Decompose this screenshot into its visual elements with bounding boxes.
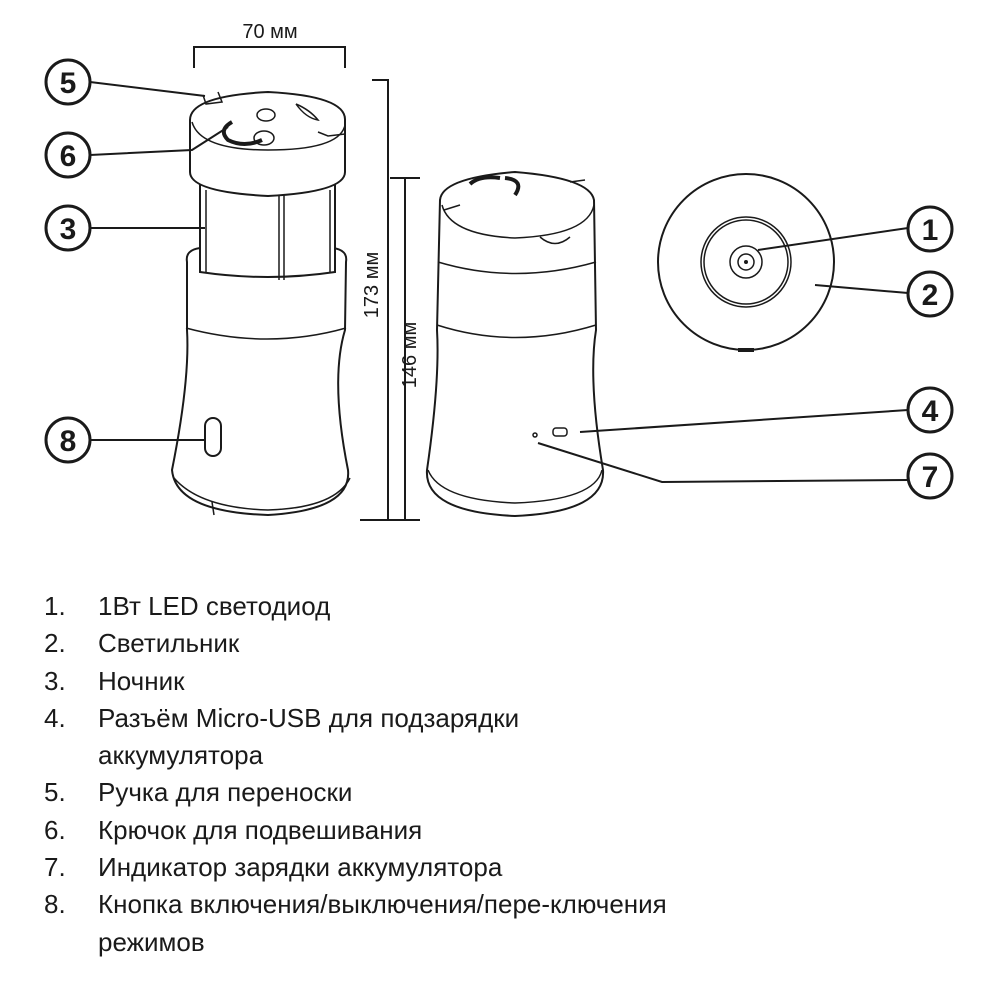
legend-list: 1.1Вт LED светодиод 2.Светильник 3.Ночни… [44,588,738,961]
svg-text:8: 8 [60,425,77,458]
height-total-label: 173 мм [361,252,383,318]
height-dimension-body: 146 мм [390,177,421,520]
callout-6: 6 [44,131,92,179]
legend-item: 7.Индикатор зарядки аккумулятора [44,852,503,883]
callout-8: 8 [44,416,92,464]
svg-text:1: 1 [922,214,939,247]
svg-text:5: 5 [60,67,77,100]
power-button [204,417,222,457]
height-body-label: 146 мм [399,322,421,388]
svg-text:7: 7 [922,461,939,494]
legend-item: 4.Разъём Micro-USB для подзарядки аккуму… [44,702,520,771]
callout-4: 4 [906,386,954,434]
leader-lines [89,81,909,484]
legend-item: 3.Ночник [44,665,185,696]
width-dimension: 70 мм [193,21,346,68]
callout-1: 1 [906,205,954,253]
svg-text:6: 6 [60,140,77,173]
callout-3: 3 [44,204,92,252]
product-diagram: 70 мм 173 мм 146 мм [44,21,954,521]
svg-text:3: 3 [60,213,77,246]
lamp-top-view [657,173,835,352]
width-label: 70 мм [242,21,297,43]
svg-text:2: 2 [922,279,939,312]
callout-2: 2 [906,270,954,318]
legend-item: 2.Светильник [44,628,240,659]
height-dimension-total: 173 мм [360,79,420,521]
svg-text:4: 4 [922,395,939,428]
callout-5: 5 [44,58,92,106]
legend-item: 8.Кнопка включения/выключения/пере-ключе… [44,889,667,957]
legend-item: 6.Крючок для подвешивания [44,814,423,845]
legend-item: 5.Ручка для переноски [44,777,353,808]
lamp-extended [170,90,351,517]
legend-item: 1.1Вт LED светодиод [44,591,331,621]
lamp-closed [425,170,605,518]
callout-7: 7 [906,452,954,500]
